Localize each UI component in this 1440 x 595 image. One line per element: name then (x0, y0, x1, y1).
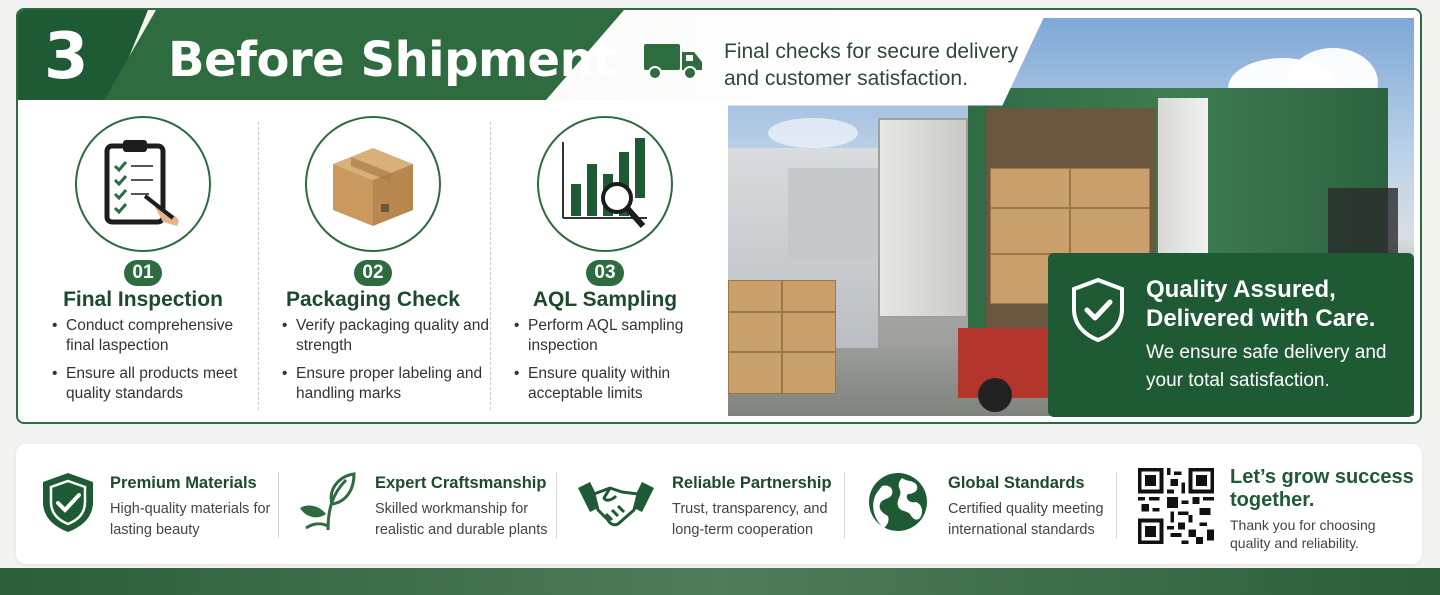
step-packaging-check: 02 Packaging Check Verify packaging qual… (258, 110, 489, 410)
feature-description: Skilled workmanship for realistic and du… (375, 501, 548, 538)
feature-divider (844, 472, 845, 538)
step-divider (490, 122, 491, 410)
step-number: 03 (586, 260, 624, 286)
container-door (1158, 98, 1208, 278)
step-bullet: Conduct comprehensive final laspection (52, 316, 262, 356)
handshake-icon (578, 482, 654, 527)
pallet-box (1070, 208, 1150, 254)
globe-icon (869, 473, 927, 531)
pallet-box (782, 352, 836, 394)
feature-description: Certified quality meeting international … (948, 501, 1104, 538)
shield-check-icon (1072, 277, 1124, 343)
truck-wheel (978, 378, 1012, 412)
clipboard-check-icon (104, 140, 179, 226)
header-title-band (104, 10, 624, 100)
feature-reliable-partnership: Reliable Partnership Trust, transparency… (576, 444, 846, 564)
footer-bar (0, 568, 1440, 595)
step-bullet: Verify packaging quality and strength (282, 316, 492, 356)
feature-divider (556, 472, 557, 538)
feature-divider (278, 472, 279, 538)
pallet-box (782, 312, 836, 352)
feature-description: High-quality materials for lasting beaut… (110, 501, 271, 538)
pallet-box (1070, 168, 1150, 208)
feature-title: Expert Craftsmanship (375, 474, 547, 492)
step-divider (258, 122, 259, 410)
warehouse-building (788, 168, 888, 258)
quality-assured-panel: Quality Assured, Delivered with Care. We… (1048, 253, 1414, 417)
step-icon-circle (537, 116, 673, 252)
step-bullet: Ensure proper labeling and handling mark… (282, 364, 492, 404)
page-title: Before Shipment (168, 32, 616, 88)
pallet-box (990, 168, 1070, 208)
step-bullets: Verify packaging quality and strength En… (282, 316, 492, 412)
step-title: Final Inspection (63, 288, 223, 311)
container-door (878, 118, 968, 318)
step-title: AQL Sampling (532, 288, 678, 311)
leaf-sprout-icon (300, 472, 356, 531)
step-bullet: Ensure all products meet quality standar… (52, 364, 262, 404)
pallet-box (782, 280, 836, 312)
step-aql-sampling: 03 AQL Sampling Perform AQL sampling ins… (490, 110, 720, 410)
step-bullet: Ensure quality within acceptable limits (514, 364, 724, 404)
feature-description: Trust, transparency, and long-term coope… (672, 501, 828, 538)
features-bar: Premium Materials High-quality materials… (16, 444, 1422, 564)
feature-expert-craftsmanship: Expert Craftsmanship Skilled workmanship… (298, 444, 568, 564)
feature-title: Reliable Partnership (672, 474, 832, 492)
feature-premium-materials: Premium Materials High-quality materials… (38, 444, 278, 564)
pallet-box (728, 352, 782, 394)
feature-global-standards: Global Standards Certified quality meeti… (868, 444, 1128, 564)
feature-title: Global Standards (948, 474, 1085, 492)
feature-title: Premium Materials (110, 474, 257, 492)
step-bullets: Perform AQL sampling inspection Ensure q… (514, 316, 724, 412)
step-bullets: Conduct comprehensive final laspection E… (52, 316, 262, 412)
feature-divider (1116, 472, 1117, 538)
section-number: 3 (44, 20, 89, 94)
step-final-inspection: 01 Final Inspection Conduct comprehensiv… (28, 110, 258, 410)
pallet-box (990, 208, 1070, 254)
before-shipment-card: 3 Before Shipment Final checks for secur… (16, 8, 1422, 424)
step-title: Packaging Check (286, 288, 460, 311)
header-subtitle: Final checks for secure delivery and cus… (724, 40, 1019, 90)
cardboard-box-icon (333, 148, 413, 226)
shield-check-icon (43, 473, 93, 532)
quality-title: Quality Assured, Delivered with Care. (1146, 276, 1376, 332)
closing-description: Thank you for choosing quality and relia… (1230, 517, 1376, 551)
step-number: 01 (124, 260, 162, 286)
pallet-box (728, 280, 782, 312)
qr-code-icon[interactable] (1138, 468, 1214, 544)
step-icon-circle (75, 116, 211, 252)
truck-icon (644, 44, 702, 80)
cloud (768, 118, 858, 148)
pallet-box (728, 312, 782, 352)
step-number: 02 (354, 260, 392, 286)
step-bullet: Perform AQL sampling inspection (514, 316, 724, 356)
step-icon-circle (305, 116, 441, 252)
bar-chart-magnifier-icon (562, 138, 647, 228)
quality-description: We ensure safe delivery and your total s… (1146, 342, 1387, 391)
closing-title: Let’s grow success together. (1230, 466, 1414, 511)
